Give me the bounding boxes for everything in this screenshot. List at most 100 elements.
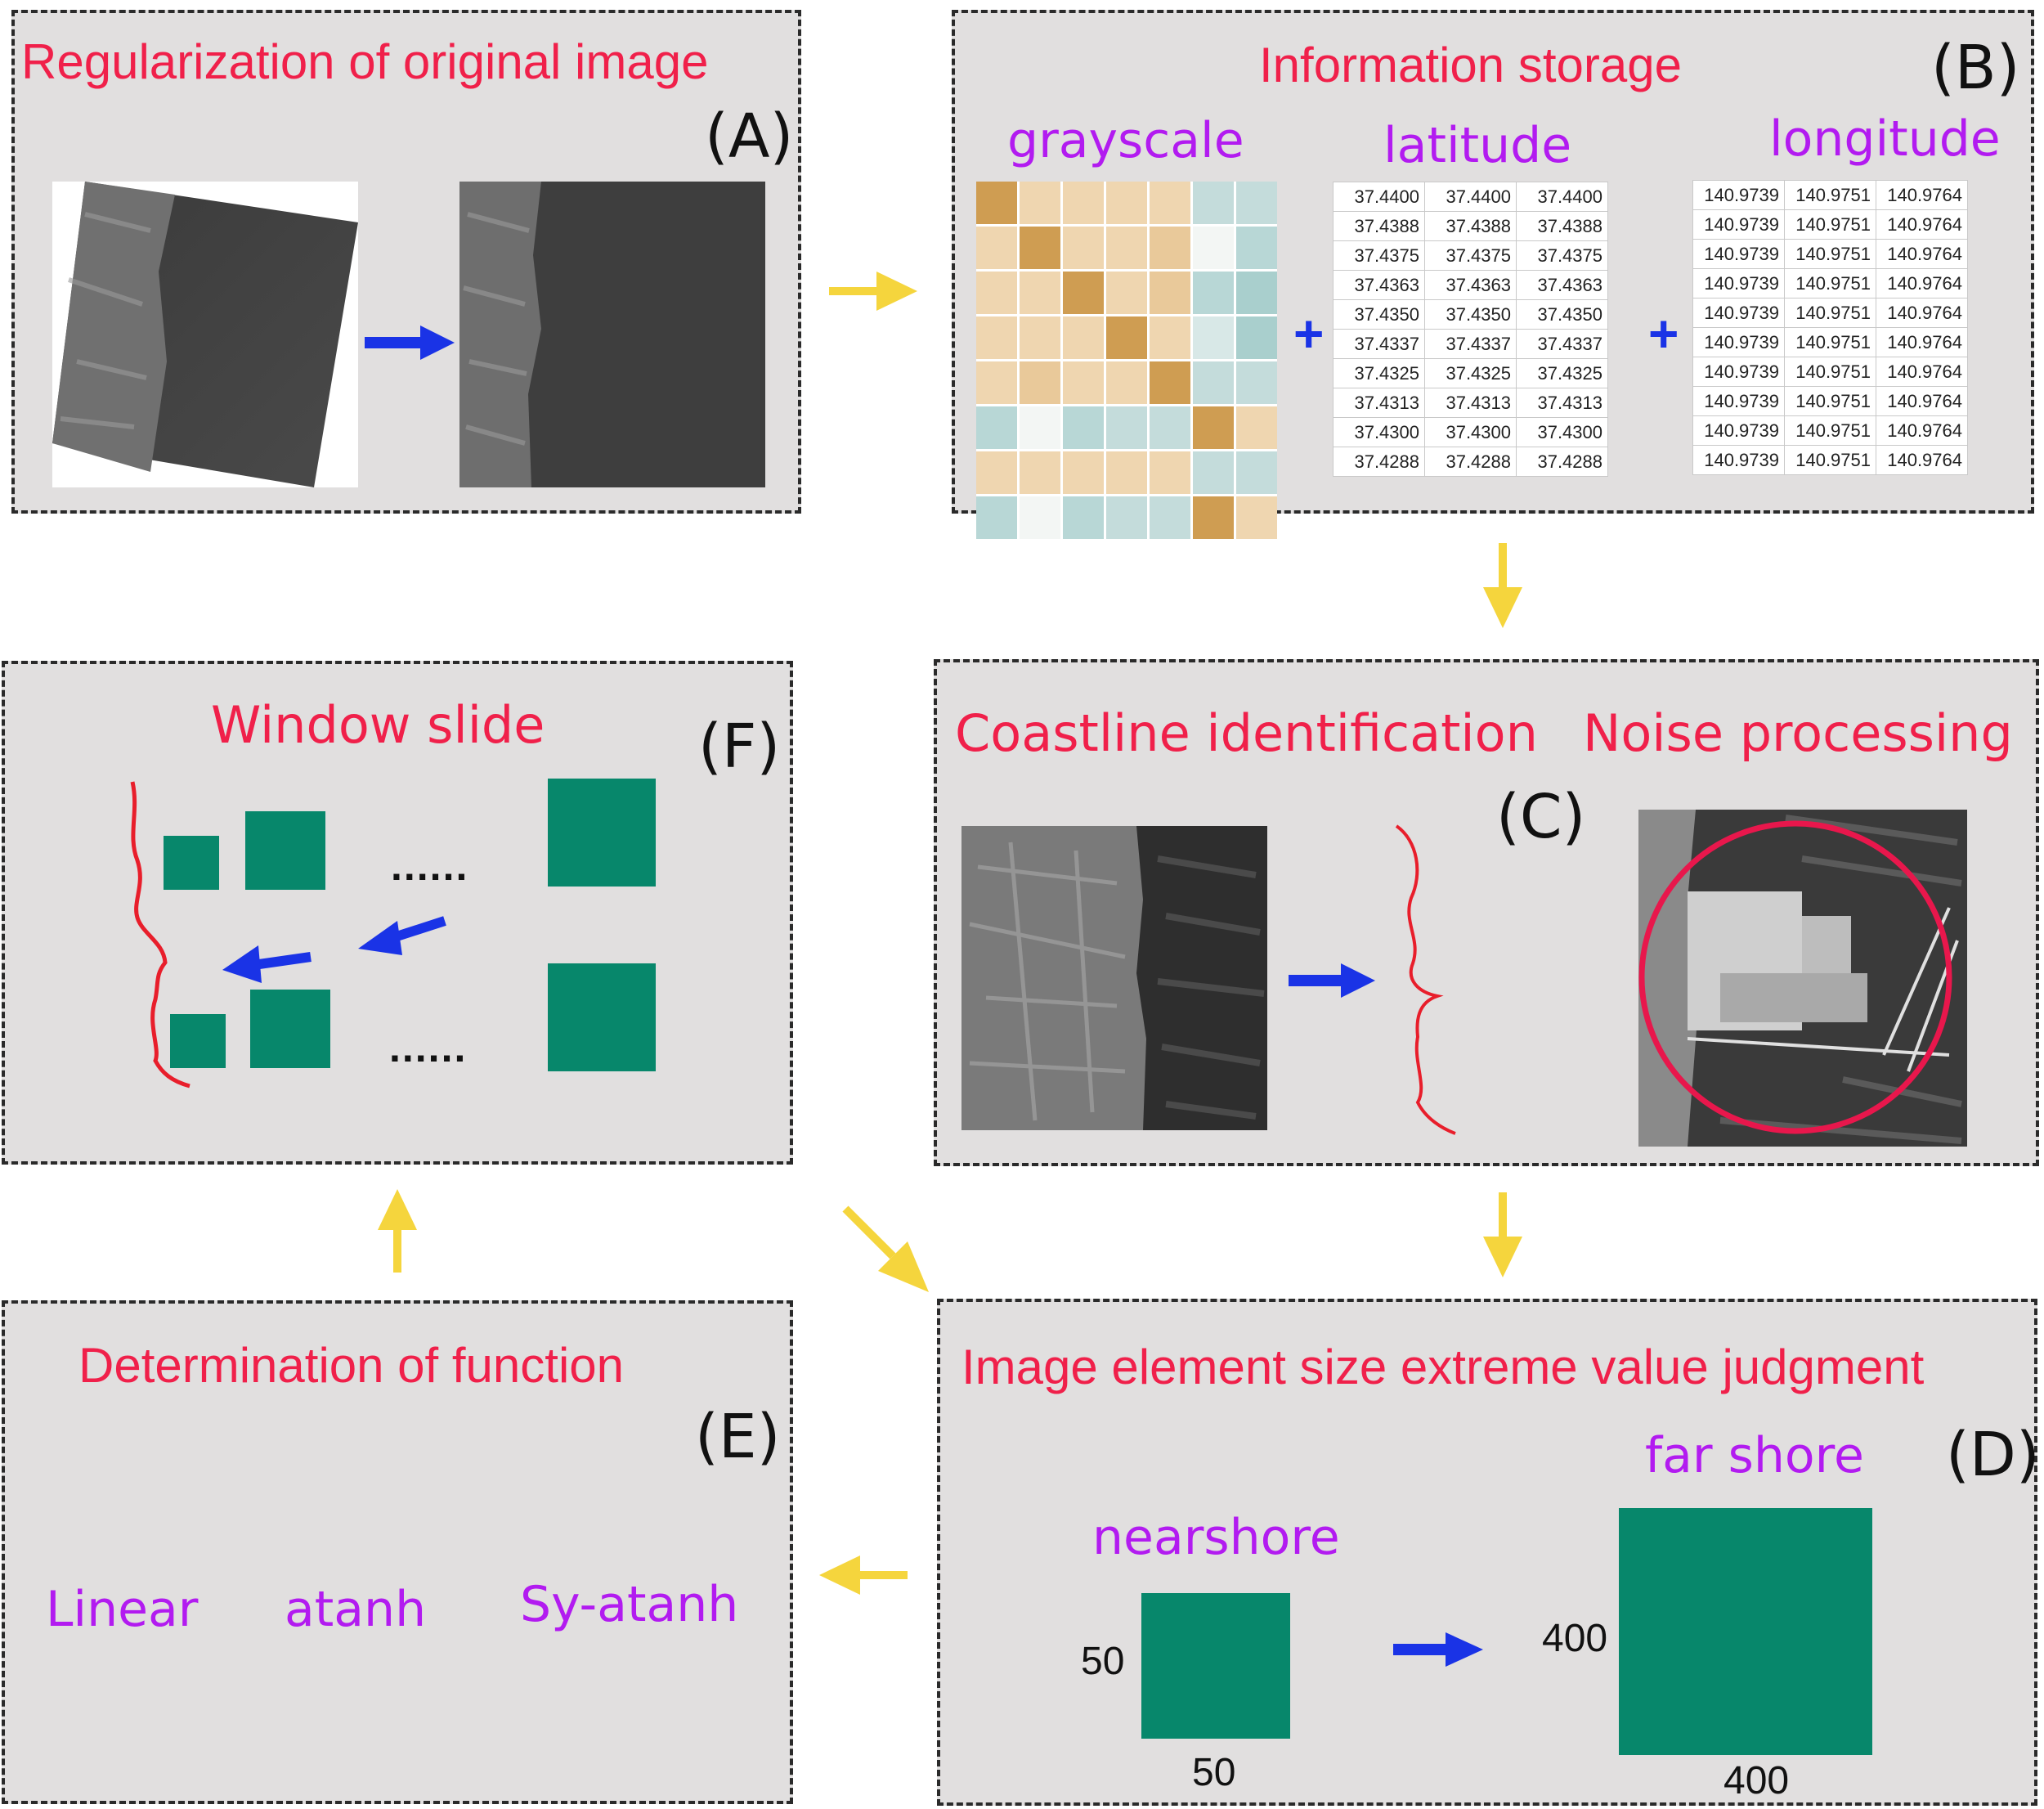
- original-sar-image: [52, 182, 358, 487]
- table-cell: 37.4363: [1333, 270, 1425, 300]
- grayscale-cell: [1150, 406, 1190, 449]
- grayscale-cell: [1236, 316, 1277, 359]
- table-cell: 140.9764: [1876, 445, 1968, 475]
- grayscale-cell: [1150, 272, 1190, 314]
- window-square-medium-1: [245, 811, 325, 890]
- table-cell: 140.9764: [1876, 209, 1968, 240]
- table-cell: 37.4337: [1424, 329, 1517, 359]
- grayscale-cell: [1063, 406, 1104, 449]
- grayscale-cell: [976, 451, 1017, 494]
- far-shore-label: far shore: [1645, 1427, 1864, 1484]
- grayscale-cell: [1150, 361, 1190, 404]
- table-cell: 37.4288: [1516, 447, 1608, 477]
- window-square-small-2: [170, 1014, 226, 1068]
- flow-arrow-d-to-e: [819, 1555, 908, 1595]
- table-cell: 37.4375: [1424, 240, 1517, 271]
- table-cell: 140.9764: [1876, 327, 1968, 357]
- grayscale-cell: [1020, 361, 1060, 404]
- table-cell: 37.4375: [1516, 240, 1608, 271]
- table-cell: 37.4388: [1516, 211, 1608, 241]
- flow-arrow-e-to-f: [378, 1189, 417, 1273]
- grayscale-cell: [1063, 227, 1104, 269]
- flow-arrow-a-to-b: [829, 272, 917, 311]
- panel-a-title: Regularization of original image: [21, 34, 709, 89]
- table-cell: 140.9751: [1784, 298, 1876, 328]
- coastline-f: [130, 781, 191, 1089]
- table-cell: 37.4313: [1424, 388, 1517, 418]
- grayscale-cell: [1063, 316, 1104, 359]
- arrow-c-blue: [1289, 963, 1375, 998]
- table-cell: 140.9751: [1784, 445, 1876, 475]
- function-atanh: atanh: [285, 1581, 427, 1638]
- grayscale-cell: [1063, 361, 1104, 404]
- arrow-f-blue-2: [222, 945, 312, 983]
- table-cell: 140.9739: [1692, 209, 1785, 240]
- grayscale-cell: [1236, 182, 1277, 224]
- window-square-large-1: [548, 779, 656, 887]
- far-side-value: 400: [1542, 1617, 1608, 1660]
- table-cell: 37.4300: [1424, 417, 1517, 447]
- table-cell: 37.4363: [1516, 270, 1608, 300]
- grayscale-cell: [1020, 451, 1060, 494]
- table-cell: 140.9764: [1876, 386, 1968, 416]
- grayscale-cell: [1150, 496, 1190, 539]
- noise-sar-image: [1638, 810, 1967, 1147]
- table-cell: 140.9739: [1692, 445, 1785, 475]
- table-cell: 140.9739: [1692, 298, 1785, 328]
- table-cell: 37.4400: [1333, 182, 1425, 212]
- grayscale-cell: [1236, 361, 1277, 404]
- table-cell: 37.4288: [1424, 447, 1517, 477]
- table-cell: 37.4325: [1424, 358, 1517, 388]
- far-bottom-value: 400: [1724, 1759, 1790, 1802]
- table-cell: 140.9751: [1784, 209, 1876, 240]
- grayscale-cell: [1193, 406, 1234, 449]
- grayscale-cell: [1063, 272, 1104, 314]
- grayscale-cell: [1150, 316, 1190, 359]
- grayscale-cell: [1020, 227, 1060, 269]
- window-square-small-1: [164, 836, 219, 890]
- table-cell: 37.4388: [1424, 211, 1517, 241]
- table-cell: 37.4350: [1333, 299, 1425, 330]
- grayscale-cell: [1020, 272, 1060, 314]
- grayscale-cell: [976, 272, 1017, 314]
- table-cell: 140.9764: [1876, 268, 1968, 299]
- table-cell: 140.9764: [1876, 357, 1968, 387]
- table-cell: 37.4350: [1424, 299, 1517, 330]
- table-cell: 37.4400: [1516, 182, 1608, 212]
- grayscale-cell: [1193, 272, 1234, 314]
- far-shore-square: [1619, 1508, 1872, 1755]
- table-cell: 140.9739: [1692, 386, 1785, 416]
- table-cell: 37.4300: [1516, 417, 1608, 447]
- panel-e: [2, 1300, 793, 1804]
- table-cell: 140.9764: [1876, 415, 1968, 446]
- near-side-value: 50: [1081, 1640, 1125, 1683]
- function-linear: Linear: [46, 1581, 199, 1638]
- table-cell: 140.9739: [1692, 357, 1785, 387]
- function-sy-atanh: Sy-atanh: [520, 1576, 739, 1633]
- table-cell: 140.9751: [1784, 386, 1876, 416]
- grayscale-cell: [1193, 451, 1234, 494]
- panel-f-title: Window slide: [211, 695, 545, 755]
- grayscale-cell: [976, 406, 1017, 449]
- grayscale-cell: [1106, 227, 1147, 269]
- flow-arrow-c-to-d: [1483, 1192, 1522, 1277]
- table-cell: 140.9739: [1692, 327, 1785, 357]
- plus-sign-2: +: [1648, 304, 1679, 363]
- table-cell: 37.4337: [1333, 329, 1425, 359]
- table-cell: 140.9751: [1784, 268, 1876, 299]
- grayscale-cell: [1106, 451, 1147, 494]
- panel-b-title: Information storage: [1259, 38, 1682, 92]
- grayscale-cell: [1193, 361, 1234, 404]
- coastline-c: [1395, 824, 1456, 1135]
- flow-arrow-b-to-c: [1483, 543, 1522, 628]
